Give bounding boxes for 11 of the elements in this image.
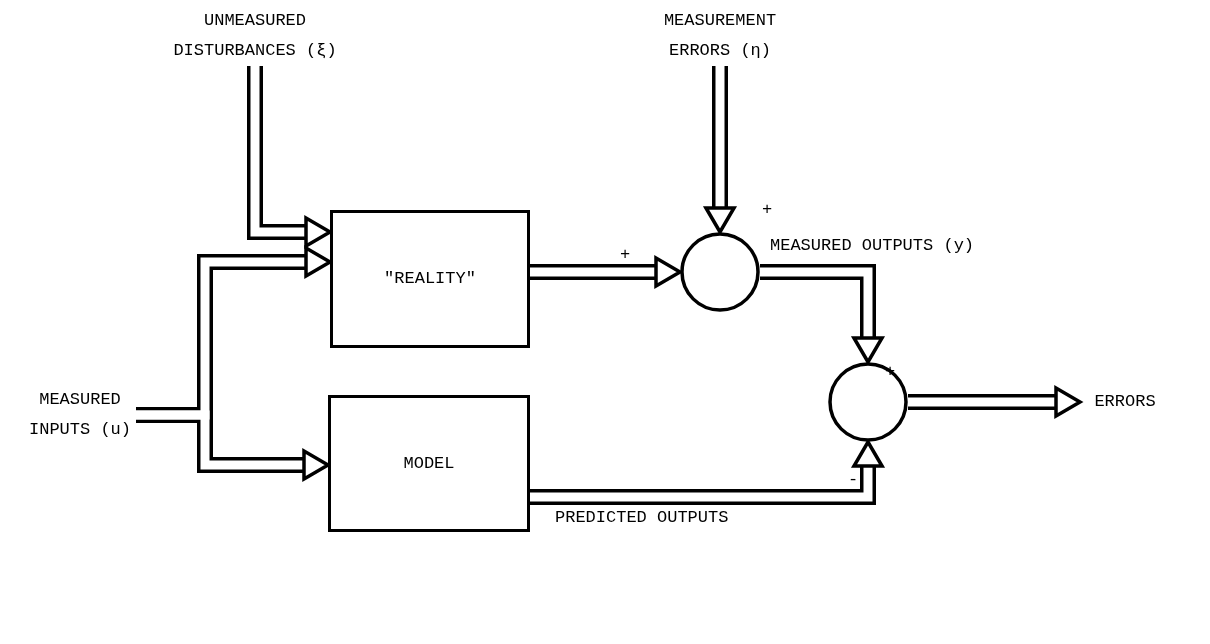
signal-label: UNMEASURED DISTURBANCES (ξ) — [172, 10, 338, 62]
sign-label: + — [762, 200, 773, 219]
edge-label: MEASURED OUTPUTS (y) — [770, 236, 975, 255]
process-box: MODEL — [328, 395, 530, 532]
sign-label: - — [848, 470, 859, 489]
signal-label: MEASURED INPUTS (u) — [28, 389, 132, 441]
signal-label: MEASUREMENT ERRORS (η) — [662, 10, 778, 62]
signal-label: ERRORS — [1094, 391, 1156, 413]
process-box: "REALITY" — [330, 210, 530, 348]
double-line-arrow — [908, 384, 1084, 420]
sign-label: + — [620, 245, 631, 264]
